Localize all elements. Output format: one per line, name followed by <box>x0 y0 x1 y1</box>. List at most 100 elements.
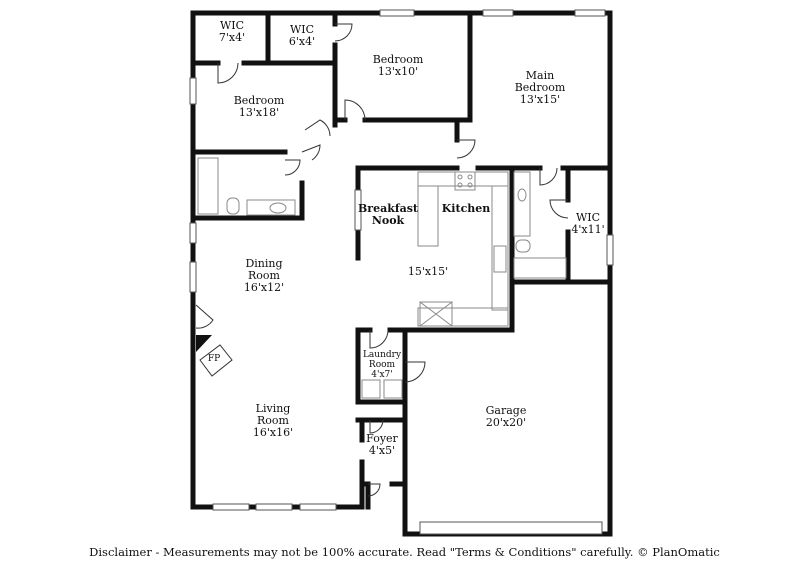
stove <box>454 171 476 191</box>
room-size: 16'x16' <box>252 426 294 439</box>
window-main-bed-2 <box>574 9 606 17</box>
room-name-line2: Room <box>368 360 396 370</box>
windows <box>189 9 614 535</box>
door-hall <box>301 144 321 161</box>
window-living-1 <box>212 503 250 511</box>
sink-main-1 <box>517 188 527 202</box>
room-label-living: Living Room 16'x16' <box>253 403 293 439</box>
door-wic3 <box>549 199 569 219</box>
doors <box>195 23 569 497</box>
kitchen-island <box>417 185 439 247</box>
fixtures <box>197 157 567 399</box>
fireplace-box <box>199 344 233 377</box>
pantry-x2 <box>419 301 453 327</box>
room-size: 4'x11' <box>571 223 605 236</box>
room-name: Bedroom <box>233 94 285 107</box>
window-living-3 <box>299 503 337 511</box>
vanity-hall <box>246 199 296 216</box>
room-name-line1: Main <box>525 69 555 82</box>
door-bedroom2 <box>344 99 366 121</box>
room-label-garage: Garage 20'x20' <box>486 405 527 429</box>
room-label-main-bedroom: Main Bedroom 13'x15' <box>515 70 566 106</box>
room-label-wic3: WIC 4'x11' <box>571 212 604 236</box>
room-name-line1: Laundry <box>362 350 402 360</box>
door-wic1 <box>217 62 239 84</box>
room-name: Kitchen <box>441 202 491 215</box>
kitchen-counter-right <box>491 185 509 311</box>
room-label-bedroom1: Bedroom 13'x18' <box>234 95 285 119</box>
door-laundry <box>369 329 389 349</box>
room-label-foyer: Foyer 4'x5' <box>366 433 398 457</box>
door-front <box>367 483 381 497</box>
window-living-2 <box>255 503 293 511</box>
bathtub-hall <box>197 157 219 215</box>
door-main-bed <box>456 139 476 159</box>
room-size: 4'x7' <box>371 370 393 380</box>
room-name: WIC <box>575 211 601 224</box>
vanity-main-1 <box>513 171 531 237</box>
room-name-line2: Room <box>248 269 280 282</box>
kitchen-sink <box>493 245 507 273</box>
door-bedroom1 <box>304 119 331 137</box>
room-name-line2: Bedroom <box>514 81 566 94</box>
toilet-hall <box>226 197 240 215</box>
room-name: Garage <box>485 404 527 417</box>
pantry <box>419 301 453 327</box>
room-size: 20'x20' <box>485 416 527 429</box>
room-label-wic2: WIC 6'x4' <box>289 24 315 48</box>
bathtub-main <box>513 257 567 279</box>
door-bath <box>284 159 301 176</box>
room-name-line1: Breakfast <box>358 202 418 215</box>
door-wic2 <box>334 23 353 42</box>
room-name-line2: Room <box>257 414 289 427</box>
toilet-main <box>515 239 531 253</box>
room-size: 15'x15' <box>407 265 449 278</box>
fireplace-hearth <box>196 335 212 352</box>
sink-hall <box>269 202 287 214</box>
disclaimer-text: Disclaimer - Measurements may not be 100… <box>89 545 720 559</box>
burner-4 <box>467 182 473 188</box>
kitchen-counter-top <box>417 171 509 187</box>
room-size: 6'x4' <box>288 35 316 48</box>
room-name: FP <box>207 354 221 364</box>
room-name: WIC <box>219 19 245 32</box>
room-size: 16'x12' <box>243 281 285 294</box>
door-dining <box>195 304 214 329</box>
window-bedroom2 <box>379 9 415 17</box>
window-bed1 <box>189 77 197 105</box>
garage-door <box>419 521 603 535</box>
kitchen-counter-bottom <box>417 307 509 327</box>
burner-3 <box>457 182 463 188</box>
window-main-bed-1 <box>482 9 514 17</box>
door-garage <box>404 361 426 383</box>
room-name-line1: Living <box>255 402 291 415</box>
room-name-line1: Dining <box>245 257 283 270</box>
room-label-breakfast-nook: Breakfast Nook <box>358 203 418 227</box>
room-size: 4'x5' <box>368 444 396 457</box>
window-dining-1 <box>189 222 197 244</box>
room-size: 13'x15' <box>519 93 561 106</box>
burner-2 <box>467 174 473 180</box>
room-name: WIC <box>289 23 315 36</box>
window-nook <box>354 189 362 231</box>
room-name-line2: Nook <box>371 214 405 227</box>
door-foyer <box>369 419 384 434</box>
room-label-bedroom2: Bedroom 13'x10' <box>373 54 424 78</box>
window-wic3 <box>606 234 614 266</box>
room-label-wic1: WIC 7'x4' <box>219 20 245 44</box>
room-size: 13'x10' <box>377 65 419 78</box>
room-label-laundry: Laundry Room 4'x7' <box>363 350 401 380</box>
room-label-kitchen: Kitchen <box>442 203 491 215</box>
washer <box>361 379 381 399</box>
door-main-bath <box>539 167 558 186</box>
room-name: Bedroom <box>372 53 424 66</box>
room-name: Foyer <box>366 432 398 445</box>
window-dining-2 <box>189 261 197 293</box>
room-size: 13'x18' <box>238 106 280 119</box>
room-label-fireplace: FP <box>208 354 220 364</box>
room-label-dining: Dining Room 16'x12' <box>244 258 284 294</box>
room-label-kitchen-size: 15'x15' <box>408 266 448 278</box>
burner-1 <box>457 174 463 180</box>
wall-outer-top-right <box>190 10 613 285</box>
